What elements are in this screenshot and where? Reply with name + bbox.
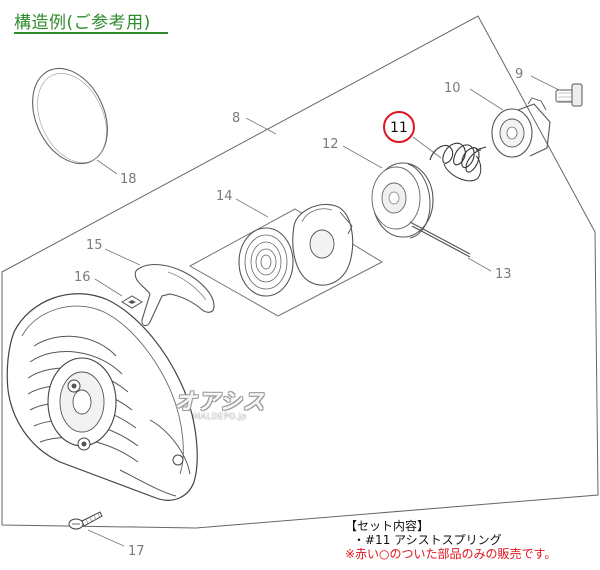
set-contents-box: 【セット内容】 ・#11 アシストスプリング ※赤い○のついた部品のみの販売です… [345, 519, 556, 561]
callout-18: 18 [120, 172, 137, 187]
spring-part-11 [412, 136, 487, 182]
spring-case-part-14 [235, 198, 354, 297]
set-contents-heading: 【セット内容】 [345, 519, 430, 533]
callout-10: 10 [444, 81, 461, 96]
rope-part-13 [409, 221, 492, 272]
watermark-main-text: オアシス [174, 390, 266, 415]
callout-16: 16 [74, 270, 91, 285]
callout-13: 13 [495, 267, 512, 282]
callout-11: 11 [390, 120, 408, 136]
watermark-sub-text: MALDEPO.jp [193, 412, 247, 421]
bolt-part-9 [530, 75, 583, 107]
pulley-part-12 [342, 145, 434, 239]
assembly-panel-outline [1, 15, 599, 529]
highlight-circle [383, 111, 415, 143]
callout-14: 14 [216, 189, 233, 204]
sub-panel-outline [188, 208, 384, 317]
callout-17: 17 [128, 544, 145, 559]
screw-part-17 [68, 511, 125, 547]
page-title: 構造例(ご参考用) [14, 13, 151, 33]
callout-12: 12 [322, 137, 339, 152]
starter-cover-housing [6, 293, 198, 501]
callout-15: 15 [86, 238, 103, 253]
set-contents-item: ・#11 アシストスプリング [353, 533, 502, 547]
starter-handle-part-15 [104, 248, 215, 327]
disk-part-18 [32, 67, 118, 175]
callout-8: 8 [232, 111, 240, 126]
callout-9: 9 [515, 67, 523, 82]
leader-line-8 [245, 117, 277, 135]
title-underline [14, 32, 168, 34]
hub-part-10 [469, 88, 551, 158]
watermark-logo: オアシス MALDEPO.jp [160, 384, 280, 421]
small-plate-part-16 [94, 278, 143, 309]
set-contents-note: ※赤い○のついた部品のみの販売です。 [345, 547, 557, 561]
